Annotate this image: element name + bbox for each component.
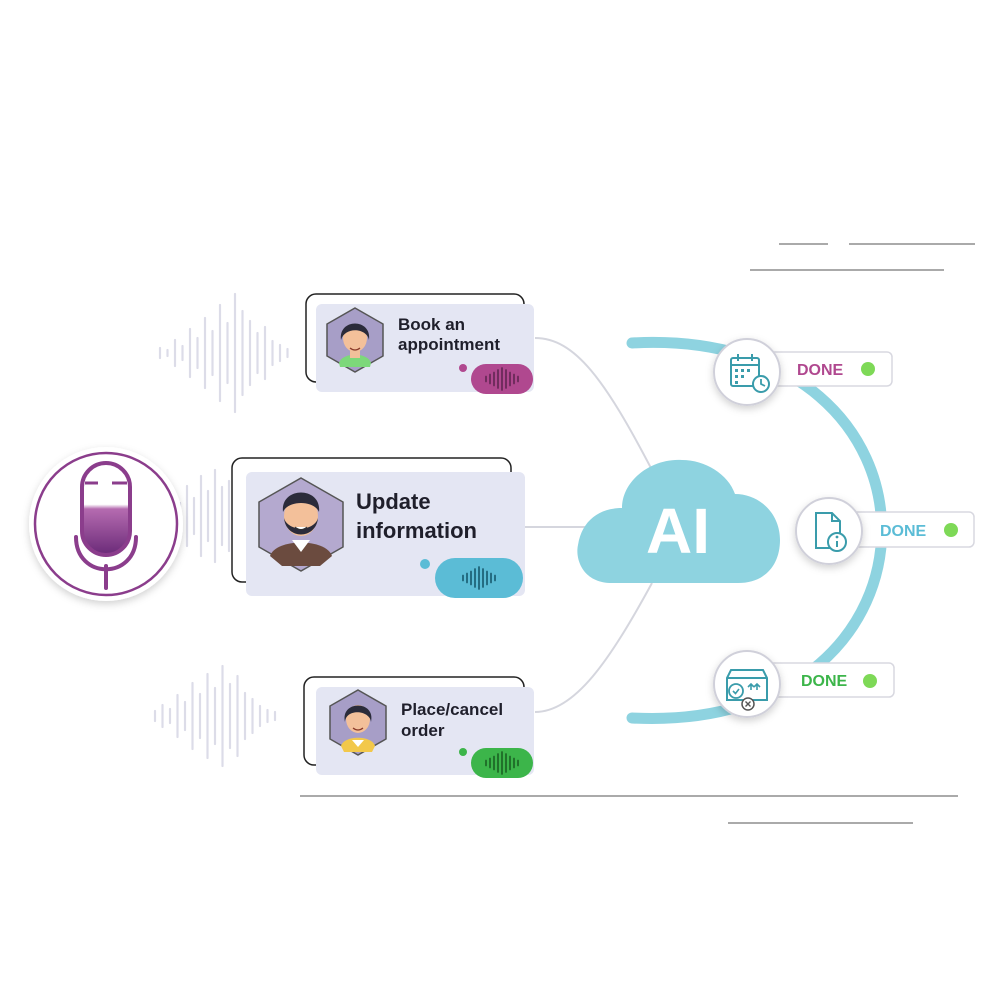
indicator-dot: [459, 364, 467, 372]
status-done-information: DONE: [845, 511, 975, 548]
status-label: DONE: [801, 673, 848, 690]
voice-wave-icon: [485, 367, 519, 391]
avatar: [258, 477, 344, 572]
document-info-icon: [795, 497, 863, 565]
decorative-lines: [300, 243, 975, 824]
status-dot: [863, 674, 877, 688]
package-status-icon: [713, 650, 781, 718]
request-card-place-cancel-order[interactable]: Place/cancel order: [303, 676, 534, 778]
voice-wave-icon: [462, 566, 496, 590]
avatar: [329, 689, 387, 756]
calendar-clock-icon: [713, 338, 781, 406]
indicator-dot: [459, 748, 467, 756]
status-dot: [861, 362, 875, 376]
card-label: Book an appointment: [398, 315, 500, 354]
ai-cloud: AI: [577, 459, 780, 583]
status-label: DONE: [880, 523, 927, 540]
indicator-dot: [420, 559, 430, 569]
card-label: Update information: [356, 489, 477, 543]
status-dot: [944, 523, 958, 537]
microphone-icon: [33, 451, 179, 597]
card-label: Place/cancel order: [401, 700, 508, 740]
request-card-update-information[interactable]: Update information: [231, 457, 525, 598]
cloud-icon: [577, 459, 780, 583]
voice-wave-icon: [485, 751, 519, 775]
sound-waves: [150, 292, 289, 768]
request-card-book-appointment[interactable]: Book an appointment: [305, 293, 534, 394]
status-done-appointment: DONE: [759, 351, 893, 387]
avatar: [326, 307, 384, 373]
status-label: DONE: [797, 362, 844, 379]
status-done-order: DONE: [765, 662, 895, 698]
ai-label: AI: [646, 495, 710, 567]
